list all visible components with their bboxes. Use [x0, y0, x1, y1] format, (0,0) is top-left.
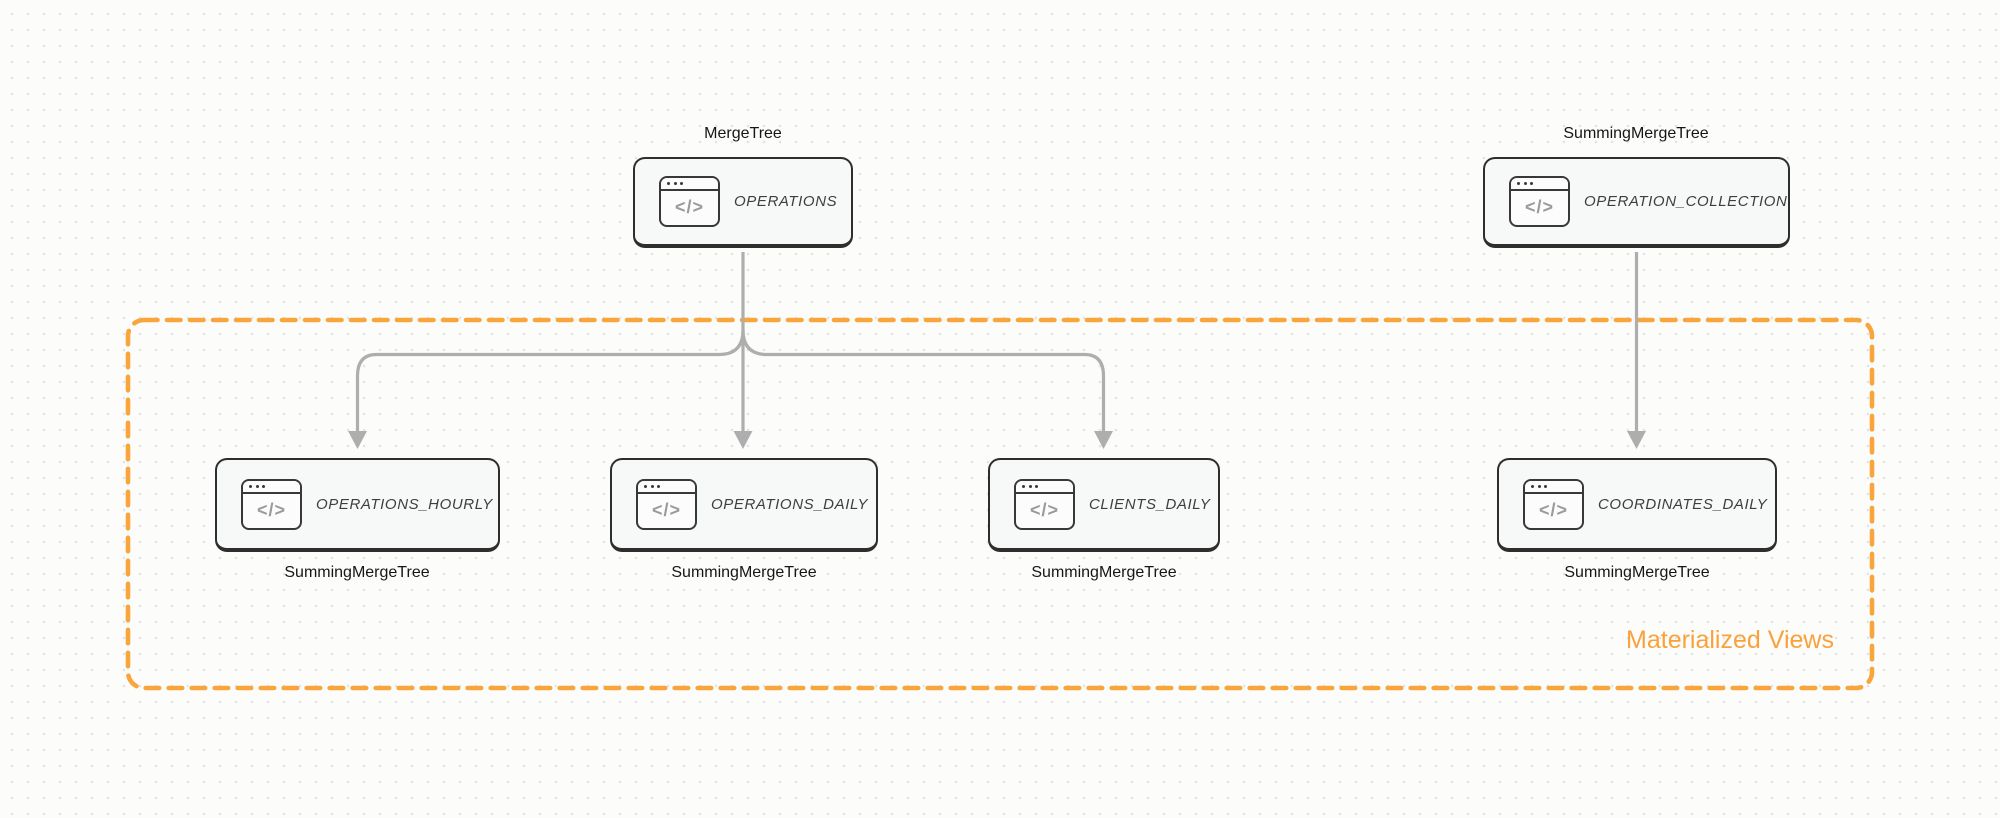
engine-label-operations: MergeTree — [704, 125, 782, 142]
code-glyph: </> — [256, 499, 287, 520]
titlebar-dot — [1028, 484, 1032, 488]
titlebar-dot — [667, 182, 670, 185]
node-operation-collection[interactable]: </> OPERATION_COLLECTION — [1483, 157, 1790, 248]
code-glyph: </> — [1029, 499, 1060, 520]
titlebar-dot — [1531, 484, 1534, 488]
edge-operations-to-operations-hourly — [355, 329, 745, 432]
engine-label-coordinates-daily: SummingMergeTree — [1564, 564, 1710, 581]
node-coordinates-daily[interactable]: </> COORDINATES_DAILY — [1497, 458, 1777, 552]
node-title: OPERATIONS_DAILY — [711, 495, 869, 513]
code-window-titlebar — [1511, 178, 1568, 191]
titlebar-dot — [1022, 484, 1025, 488]
engine-label-operations-hourly: SummingMergeTree — [284, 564, 430, 581]
engine-label-operation-collection: SummingMergeTree — [1563, 125, 1709, 142]
titlebar-dot — [1530, 182, 1533, 185]
code-window-titlebar — [243, 480, 300, 494]
titlebar-dot — [1035, 484, 1038, 488]
titlebar-dot — [255, 484, 259, 488]
code-glyph: </> — [651, 499, 682, 520]
titlebar-dot — [1544, 484, 1547, 488]
titlebar-dot — [1523, 182, 1527, 185]
edge-operations-to-clients-daily — [741, 329, 1106, 432]
engine-label-operations-daily: SummingMergeTree — [671, 564, 817, 581]
code-window-titlebar — [638, 480, 695, 494]
code-window-icon: </> — [1523, 478, 1584, 530]
materialized-views-label: Materialized Views — [1626, 626, 1834, 654]
titlebar-dot — [262, 484, 265, 488]
code-window-icon: </> — [636, 478, 697, 530]
arrowhead-coordinates-daily — [1627, 431, 1646, 449]
arrowhead-operations-daily — [733, 431, 753, 449]
arrowhead-operations-hourly — [348, 431, 367, 449]
node-title: COORDINATES_DAILY — [1598, 495, 1768, 513]
node-operations[interactable]: </> OPERATIONS — [633, 157, 853, 248]
node-title: OPERATIONS — [734, 193, 838, 210]
titlebar-dot — [1537, 484, 1541, 488]
titlebar-dot — [650, 484, 654, 488]
code-window-titlebar — [1525, 480, 1582, 494]
node-title: OPERATION_COLLECTION — [1584, 193, 1788, 210]
code-glyph: </> — [674, 197, 705, 217]
node-operations-hourly[interactable]: </> OPERATIONS_HOURLY — [215, 458, 500, 552]
titlebar-dot — [657, 484, 660, 488]
titlebar-dot — [673, 182, 677, 185]
arrowhead-clients-daily — [1094, 431, 1113, 449]
node-clients-daily[interactable]: </> CLIENTS_DAILY — [988, 458, 1220, 552]
code-window-titlebar — [661, 178, 718, 191]
code-window-icon: </> — [1509, 176, 1570, 227]
node-title: CLIENTS_DAILY — [1089, 495, 1211, 513]
code-window-icon: </> — [1014, 478, 1075, 530]
titlebar-dot — [644, 484, 647, 488]
code-window-icon: </> — [241, 478, 302, 530]
code-glyph: </> — [1524, 197, 1555, 217]
node-title: OPERATIONS_HOURLY — [316, 495, 493, 513]
titlebar-dot — [1517, 182, 1520, 185]
node-operations-daily[interactable]: </> OPERATIONS_DAILY — [610, 458, 878, 552]
titlebar-dot — [680, 182, 683, 185]
titlebar-dot — [249, 484, 252, 488]
engine-label-clients-daily: SummingMergeTree — [1031, 564, 1177, 581]
code-glyph: </> — [1538, 499, 1569, 520]
code-window-titlebar — [1016, 480, 1073, 494]
code-window-icon: </> — [659, 176, 720, 227]
